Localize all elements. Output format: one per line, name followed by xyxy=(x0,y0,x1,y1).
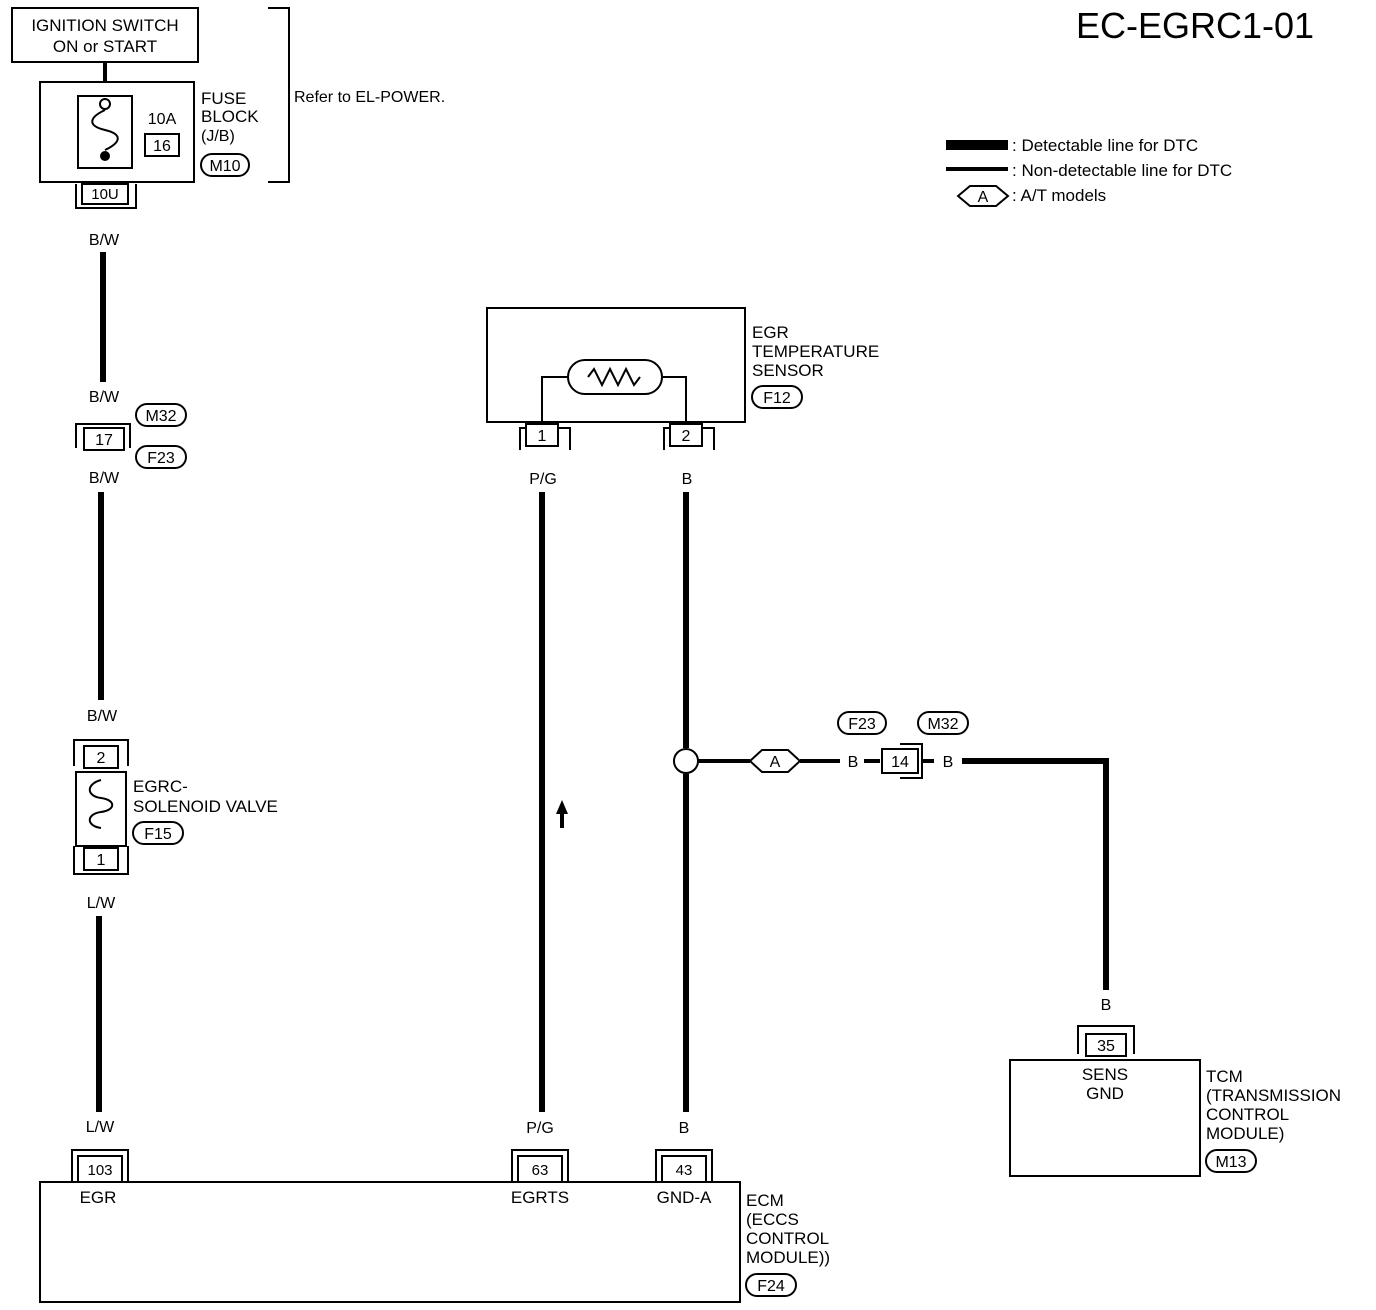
svg-text:2: 2 xyxy=(97,750,106,767)
svg-text:10U: 10U xyxy=(91,186,119,203)
conn-f12: F12 xyxy=(763,390,791,407)
coil-icon xyxy=(88,779,114,829)
ecm-label4: MODULE)) xyxy=(746,1248,830,1267)
solenoid-label1: EGRC- xyxy=(133,777,188,796)
legend-thick-line xyxy=(946,140,1008,150)
wire-b-1: B xyxy=(682,471,693,488)
conn-m32-a: M32 xyxy=(145,408,176,425)
conn-m32-b: M32 xyxy=(927,716,958,733)
svg-text:1: 1 xyxy=(97,852,106,869)
fuse-block: 10A 16 FUSE BLOCK (J/B) M10 xyxy=(39,81,259,183)
ecm-label1: ECM xyxy=(746,1191,784,1210)
fuse-label2: BLOCK xyxy=(201,107,259,126)
egr-temperature-sensor: 1 2 EGR TEMPERATURE SENSOR F12 xyxy=(486,307,879,450)
conn-f23-b: F23 xyxy=(848,716,876,733)
svg-text:1: 1 xyxy=(538,428,547,445)
wire-b-4: B xyxy=(943,754,954,771)
ignition-line1: IGNITION SWITCH xyxy=(31,16,178,35)
tcm-label1: TCM xyxy=(1206,1067,1243,1086)
sensor-label2: TEMPERATURE xyxy=(752,342,879,361)
wire-bw-4: B/W xyxy=(87,708,118,725)
legend-at-symbol xyxy=(956,185,1010,207)
conn-f24: F24 xyxy=(757,1278,785,1295)
ignition-line2: ON or START xyxy=(53,37,157,56)
tcm-pin1: SENS xyxy=(1082,1065,1128,1084)
svg-text:A: A xyxy=(770,754,781,771)
legend-thin-line xyxy=(946,167,1008,171)
fuse-element-icon xyxy=(91,109,119,151)
svg-text:35: 35 xyxy=(1097,1038,1115,1055)
fuse-label1: FUSE xyxy=(201,89,246,108)
svg-text:17: 17 xyxy=(95,432,113,449)
legend-at-models: : A/T models xyxy=(1012,186,1106,205)
splice-point xyxy=(673,748,699,774)
fuse-connector: M10 xyxy=(209,158,240,175)
svg-text:63: 63 xyxy=(532,1162,549,1179)
tcm-label3: CONTROL xyxy=(1206,1105,1289,1124)
ecm-pin-egrts: EGRTS xyxy=(511,1188,569,1207)
tcm-pin2: GND xyxy=(1086,1084,1124,1103)
wire-b-tcm xyxy=(962,758,1109,990)
signal-arrow-head xyxy=(556,800,568,814)
refer-power: Refer to EL-POWER. xyxy=(294,89,445,106)
wire-bw-2: B/W xyxy=(89,389,120,406)
conn-f15: F15 xyxy=(144,826,172,843)
wire-bw-3: B/W xyxy=(89,470,120,487)
connector-14: 14 F23 M32 xyxy=(837,711,969,779)
ecm-pin-egr: EGR xyxy=(80,1188,117,1207)
svg-text:43: 43 xyxy=(676,1162,693,1179)
tcm-label2: (TRANSMISSION xyxy=(1206,1086,1341,1105)
svg-text:2: 2 xyxy=(682,428,691,445)
egrc-solenoid-valve: 2 1 EGRC- SOLENOID VALVE F15 xyxy=(73,739,278,875)
connector-10u: 10U xyxy=(75,183,137,209)
wire-pg-1: P/G xyxy=(529,471,557,488)
fuse-number: 16 xyxy=(153,138,171,155)
conn-f23-a: F23 xyxy=(147,450,175,467)
ecm-label2: (ECCS xyxy=(746,1210,799,1229)
ecm-pin-gnd: GND-A xyxy=(657,1188,712,1207)
legend-non-detectable: : Non-detectable line for DTC xyxy=(1012,161,1232,180)
tcm-module: 35 SENS GND TCM (TRANSMISSION CONTROL MO… xyxy=(1009,1025,1341,1177)
solenoid-label2: SOLENOID VALVE xyxy=(133,797,278,816)
ecm-label3: CONTROL xyxy=(746,1229,829,1248)
ignition-switch: IGNITION SWITCH ON or START xyxy=(11,7,199,63)
tcm-label4: MODULE) xyxy=(1206,1124,1284,1143)
fuse-label3: (J/B) xyxy=(201,128,235,145)
sensor-label1: EGR xyxy=(752,323,789,342)
wire-pg-2: P/G xyxy=(526,1120,554,1137)
svg-text:103: 103 xyxy=(87,1162,112,1179)
wire-b-5: B xyxy=(1101,997,1112,1014)
fuse-rating: 10A xyxy=(148,111,177,128)
wire-lw-2: L/W xyxy=(86,1119,115,1136)
power-bracket xyxy=(268,7,290,183)
svg-text:14: 14 xyxy=(891,754,909,771)
ecm-module: 103 63 43 EGR EGRTS GND-A ECM (ECCS CONT… xyxy=(39,1149,830,1303)
wire-bw-1: B/W xyxy=(89,232,120,249)
wire-lw-1: L/W xyxy=(87,895,116,912)
legend: : Detectable line for DTC : Non-detectab… xyxy=(946,136,1232,207)
legend-at-symbol-letter: A xyxy=(978,189,989,206)
diagram-id: EC-EGRC1-01 xyxy=(1076,5,1314,46)
connector-17: 17 M32 F23 xyxy=(75,403,187,469)
sensor-label3: SENSOR xyxy=(752,361,824,380)
conn-m13: M13 xyxy=(1215,1154,1246,1171)
fuse-top-terminal xyxy=(99,98,111,110)
legend-detectable: : Detectable line for DTC xyxy=(1012,136,1198,155)
wire-b-2: B xyxy=(679,1120,690,1137)
wire-b-3: B xyxy=(848,754,859,771)
fuse-bottom-terminal xyxy=(100,151,110,161)
